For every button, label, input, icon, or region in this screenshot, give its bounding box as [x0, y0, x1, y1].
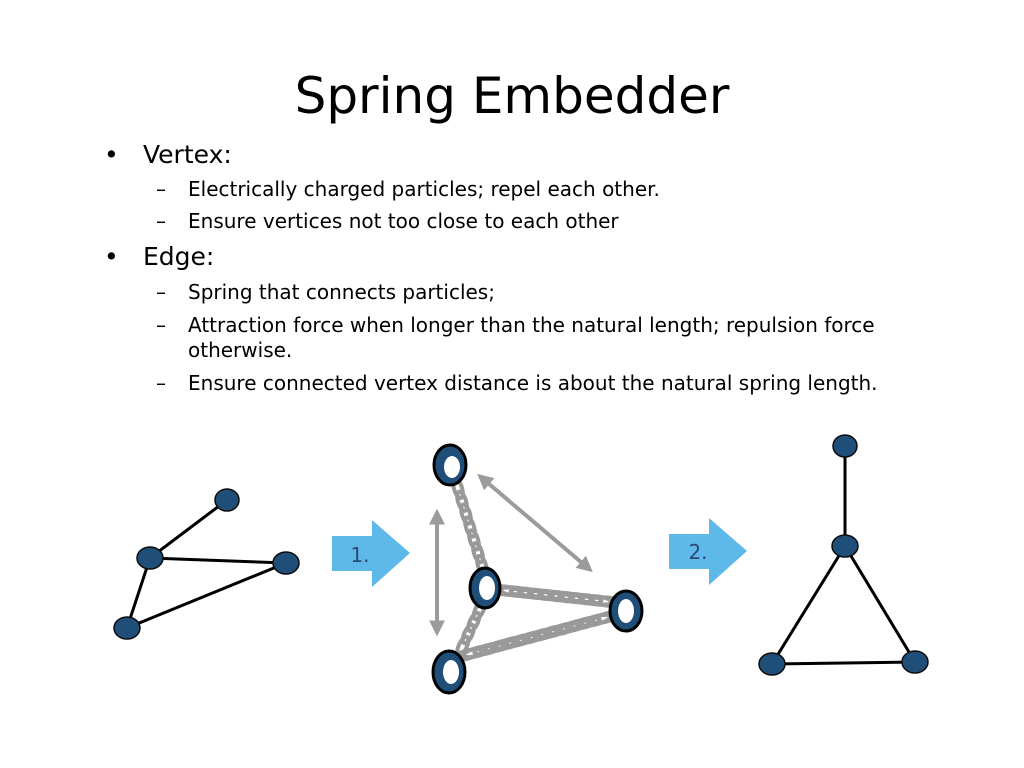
- graph-edge: [770, 545, 847, 665]
- sub-bullet-text: Attraction force when longer than the na…: [188, 313, 875, 362]
- graph-edge: [771, 660, 916, 666]
- graph-edge: [126, 561, 287, 630]
- initial-graph: [113, 488, 300, 640]
- spring-embedder-diagram: 1.: [113, 434, 929, 695]
- graph-node: [214, 488, 240, 512]
- sub-bullet-dash: –: [156, 280, 166, 304]
- sub-bullet-dash: –: [156, 313, 166, 337]
- graph-edge: [149, 556, 287, 565]
- slide-title: Spring Embedder: [294, 67, 730, 125]
- right-arrow-icon: [669, 518, 747, 585]
- bullet-dot: •: [104, 140, 119, 169]
- bullet-list: • Vertex: – Electrically charged particl…: [104, 140, 878, 395]
- spring-coil: [459, 502, 473, 526]
- charged-particle: [431, 649, 467, 695]
- graph-node: [832, 434, 858, 458]
- graph-node: [831, 534, 859, 558]
- graph-node: [113, 616, 141, 640]
- sub-bullet-dash: –: [156, 177, 166, 201]
- step-label: 2.: [688, 540, 707, 564]
- graph-node: [136, 546, 164, 570]
- graph-edge: [149, 498, 228, 560]
- spring-model: [429, 443, 644, 695]
- graph-node: [901, 650, 929, 674]
- step-label: 1.: [350, 543, 369, 567]
- spring-coil: [463, 515, 477, 539]
- spring-coil: [466, 610, 482, 634]
- spring-coil: [460, 622, 476, 646]
- sub-bullet-text: Ensure vertices not too close to each ot…: [188, 209, 619, 233]
- force-arrow: [477, 473, 593, 573]
- graph-edge: [125, 557, 152, 629]
- sub-bullet-dash: –: [156, 209, 166, 233]
- bullet-dot: •: [104, 242, 119, 271]
- sub-bullet-text: Electrically charged particles; repel ea…: [188, 177, 660, 201]
- graph-node: [758, 652, 786, 676]
- charged-particle: [432, 443, 468, 487]
- step-arrow-2: 2.: [669, 518, 747, 585]
- right-arrow-icon: [332, 520, 410, 587]
- final-graph: [758, 434, 929, 676]
- charged-particle: [468, 566, 502, 610]
- graph-edge: [843, 545, 917, 663]
- sub-bullet-dash: –: [156, 371, 166, 395]
- graph-node: [272, 551, 300, 575]
- charged-particle: [608, 589, 644, 633]
- sub-bullet-text: Ensure connected vertex distance is abou…: [188, 371, 878, 395]
- step-arrow-1: 1.: [332, 520, 410, 587]
- spring-coil: [455, 489, 469, 513]
- sub-bullet-text: Spring that connects particles;: [188, 280, 495, 304]
- bullet-label: Vertex:: [143, 140, 232, 169]
- bullet-label: Edge:: [143, 242, 215, 271]
